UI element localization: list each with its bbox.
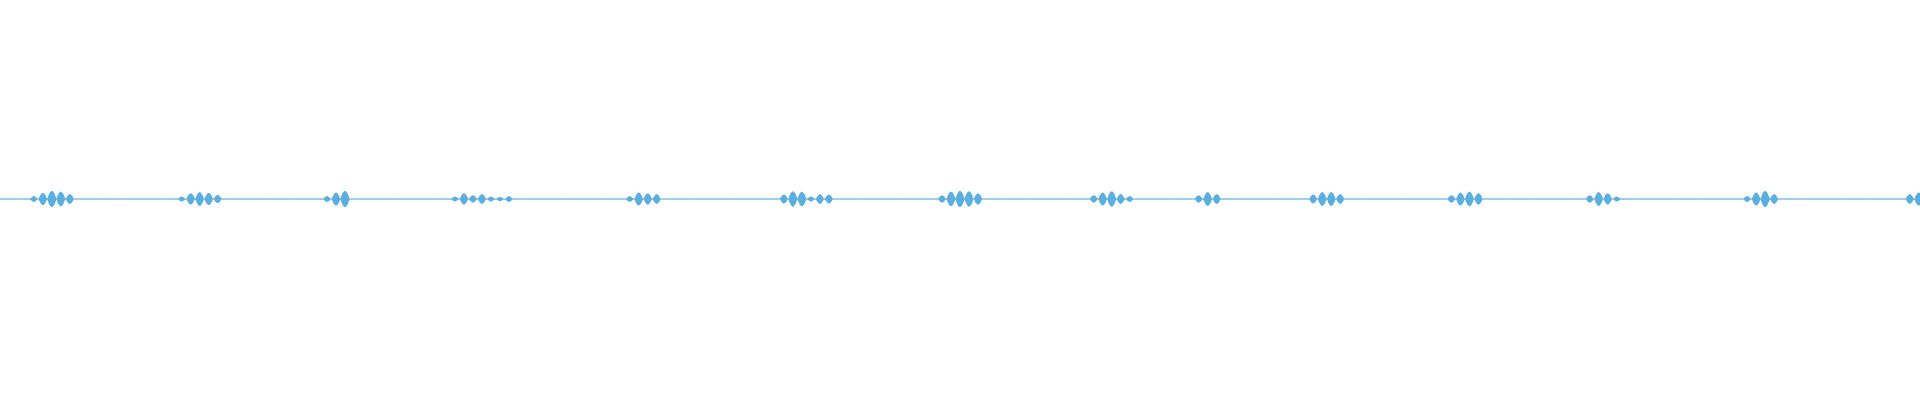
waveform-burst	[1585, 192, 1621, 206]
waveform-burst	[1905, 192, 1920, 206]
waveform-burst	[30, 191, 74, 207]
waveform-burst	[779, 191, 833, 207]
waveform-burst	[1309, 192, 1345, 206]
waveform-burst	[626, 192, 661, 206]
waveform-burst	[1447, 191, 1483, 207]
waveform-burst	[1743, 191, 1779, 207]
waveform-burst	[938, 191, 983, 207]
waveform-burst	[1089, 191, 1134, 207]
waveform-burst	[451, 193, 513, 205]
waveform-burst	[1194, 192, 1221, 206]
waveform-burst	[178, 192, 222, 206]
waveform-burst	[323, 191, 350, 207]
